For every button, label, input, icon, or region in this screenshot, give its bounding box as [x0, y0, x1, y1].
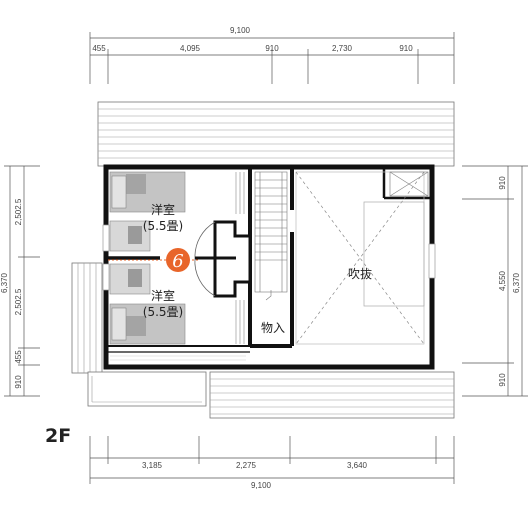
top-dimensions [89, 32, 455, 84]
view-marker: 6 [108, 248, 198, 272]
marker-number: 6 [172, 251, 183, 272]
dim-right-seg-1: 910 [498, 176, 507, 190]
room-lower-size: (5.5畳) [143, 305, 183, 319]
dim-right-seg-3: 910 [498, 373, 507, 387]
bottom-dimensions [89, 436, 455, 484]
void-area [295, 171, 425, 345]
dim-top-seg-4: 2,730 [332, 44, 353, 53]
right-dimensions [462, 165, 528, 397]
corridor-hatch [110, 355, 246, 361]
dim-bottom-seg-2: 2,275 [236, 461, 257, 470]
dim-top-seg-3: 910 [265, 44, 279, 53]
room-lower-name: 洋室 [151, 288, 175, 303]
desk-lower [109, 263, 151, 295]
dim-left-seg-2: 2,502.5 [14, 288, 23, 315]
dim-right-total: 6,370 [512, 272, 521, 293]
room-upper-name: 洋室 [151, 202, 175, 217]
bed-lower [109, 303, 186, 345]
dim-bottom-seg-1: 3,185 [142, 461, 163, 470]
dim-bottom-total: 9,100 [251, 481, 272, 490]
marker-circle [166, 248, 190, 272]
closet-hatch [235, 172, 245, 344]
stairs [254, 171, 288, 301]
bed-upper [109, 171, 186, 213]
dim-right-seg-2: 4,550 [498, 270, 507, 291]
dim-top-seg-1: 455 [92, 44, 106, 53]
dim-bottom-seg-3: 3,640 [347, 461, 368, 470]
left-dimensions [4, 165, 40, 397]
desk-upper [109, 220, 151, 252]
storage-label: 物入 [261, 321, 285, 335]
central-core [194, 220, 252, 298]
dim-top-total: 9,100 [230, 26, 251, 35]
left-balcony [71, 262, 207, 407]
roof-top [97, 101, 455, 167]
room-upper-size: (5.5畳) [143, 219, 183, 233]
dim-left-total: 6,370 [0, 272, 9, 293]
dim-left-seg-3: 455 [14, 350, 23, 364]
void-label: 吹抜 [348, 267, 372, 281]
roof-bottom [209, 371, 455, 419]
small-void [389, 171, 429, 197]
left-windows [102, 224, 110, 291]
right-window [428, 243, 436, 279]
dim-top-seg-2: 4,095 [180, 44, 201, 53]
dim-left-seg-4: 910 [14, 375, 23, 389]
floor-label: 2F [45, 425, 71, 447]
dim-left-seg-1: 2,502.5 [14, 198, 23, 225]
dim-top-seg-5: 910 [399, 44, 413, 53]
